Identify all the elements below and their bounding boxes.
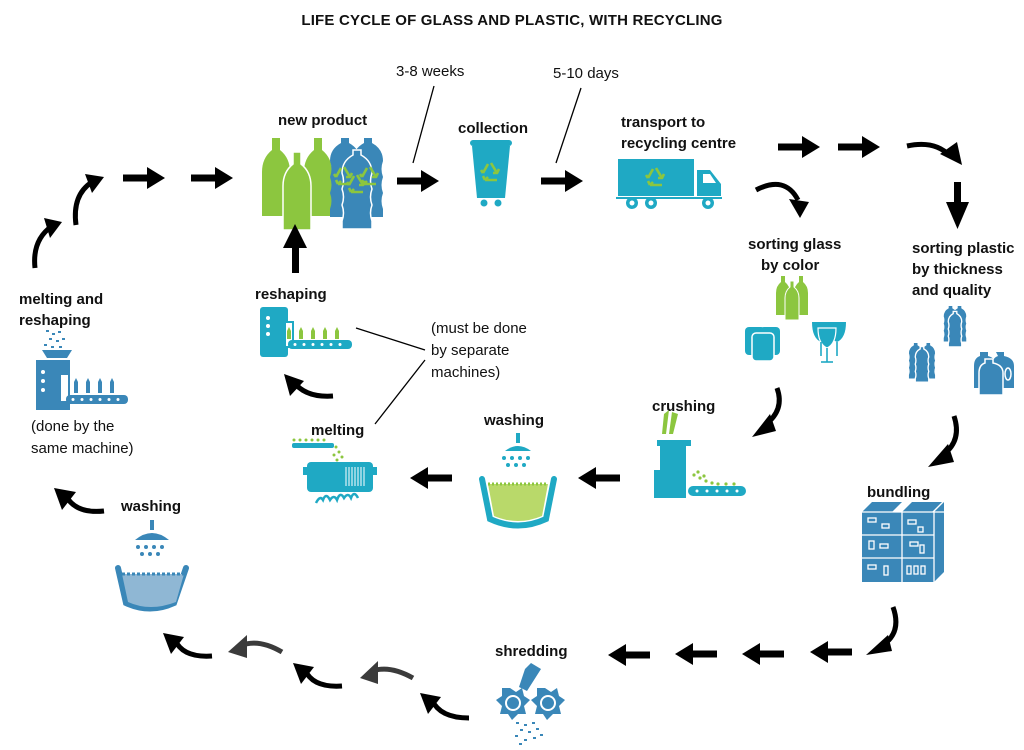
stage-label-melting-reshaping-line1: melting and bbox=[19, 291, 104, 308]
stage-label-sorting-glass-line2: by color bbox=[761, 257, 820, 274]
stage-label-glass-washing: washing bbox=[484, 412, 545, 429]
stage-label-collection: collection bbox=[458, 120, 529, 137]
bottle-machine-icon bbox=[260, 307, 352, 357]
note-separate-line1: (must be done bbox=[431, 320, 527, 337]
note-leader-line bbox=[355, 327, 426, 351]
flow-arrow-left bbox=[410, 467, 452, 489]
flow-arrow-curved bbox=[293, 663, 343, 689]
plastic-sorting-icon bbox=[908, 306, 1014, 396]
flow-arrow-curved bbox=[754, 181, 809, 218]
flow-arrow-curved bbox=[752, 387, 782, 437]
flow-arrow-left bbox=[608, 644, 650, 666]
stage-label-melting-reshaping-line2: reshaping bbox=[19, 312, 91, 329]
diagram-title: LIFE CYCLE OF GLASS AND PLASTIC, WITH RE… bbox=[301, 12, 723, 29]
flow-arrow-left bbox=[810, 641, 852, 663]
flow-arrow-right bbox=[838, 136, 880, 158]
duration-label-5-10-days: 5-10 days bbox=[553, 65, 619, 82]
flow-arrow-down bbox=[946, 182, 969, 229]
stage-label-plastic-washing: washing bbox=[121, 498, 182, 515]
flow-arrow-right bbox=[191, 167, 233, 189]
duration-label-3-8-weeks: 3-8 weeks bbox=[396, 63, 465, 80]
note-same-line1: (done by the bbox=[31, 418, 115, 435]
flow-arrow-curved bbox=[54, 488, 105, 514]
stage-label-sorting-plastic-line1: sorting plastic bbox=[912, 240, 1015, 257]
flow-arrow-curved bbox=[284, 374, 334, 399]
plastic-machine-icon bbox=[36, 330, 128, 410]
shredder-icon bbox=[496, 663, 565, 745]
flow-arrow-curved bbox=[928, 415, 959, 467]
flow-arrow-left bbox=[742, 643, 784, 665]
note-same-line2: same machine) bbox=[31, 440, 134, 457]
crusher-icon bbox=[654, 410, 746, 498]
furnace-icon bbox=[292, 438, 377, 504]
flow-arrow-left bbox=[675, 643, 717, 665]
note-separate-line2: by separate bbox=[431, 342, 510, 359]
flow-arrow-curved bbox=[360, 661, 415, 684]
flow-arrow-right bbox=[397, 170, 439, 192]
flow-arrow-curved bbox=[906, 141, 962, 165]
note-leader-line bbox=[374, 359, 426, 425]
washing-basin-icon bbox=[479, 433, 557, 529]
flow-arrow-curved bbox=[163, 633, 213, 659]
stage-label-sorting-glass-line1: sorting glass bbox=[748, 236, 842, 253]
flow-arrow-curved bbox=[72, 174, 104, 226]
bales-icon bbox=[862, 502, 944, 582]
flow-arrow-curved bbox=[228, 635, 284, 658]
stage-label-transport-line2: recycling centre bbox=[621, 135, 737, 152]
flow-arrow-right bbox=[778, 136, 820, 158]
duration-leader-line bbox=[555, 87, 582, 164]
stage-label-melting: melting bbox=[311, 422, 365, 439]
flow-arrow-right bbox=[541, 170, 583, 192]
flow-arrow-curved bbox=[32, 218, 62, 269]
stage-label-bundling: bundling bbox=[867, 484, 931, 501]
note-separate-line3: machines) bbox=[431, 364, 501, 381]
stage-label-sorting-plastic-line2: by thickness bbox=[912, 261, 1003, 278]
flow-arrow-right bbox=[123, 167, 165, 189]
flow-arrow-curved bbox=[866, 606, 899, 655]
flow-arrow-left bbox=[578, 467, 620, 489]
stage-label-shredding: shredding bbox=[495, 643, 568, 660]
bottles-icon bbox=[262, 138, 383, 231]
truck-icon bbox=[616, 159, 722, 209]
washing-basin-icon bbox=[115, 520, 189, 612]
stage-label-transport-line1: transport to bbox=[621, 114, 706, 131]
flow-arrow-curved bbox=[420, 693, 470, 721]
stage-label-crushing: crushing bbox=[652, 398, 716, 415]
stage-label-new-product: new product bbox=[278, 112, 368, 129]
recycling-bin-icon bbox=[470, 140, 512, 207]
stage-label-reshaping: reshaping bbox=[255, 286, 327, 303]
stage-label-sorting-plastic-line3: and quality bbox=[912, 282, 992, 299]
glass-sorting-icon bbox=[745, 276, 846, 363]
duration-leader-line bbox=[412, 85, 435, 164]
flow-arrow-up bbox=[283, 224, 307, 273]
